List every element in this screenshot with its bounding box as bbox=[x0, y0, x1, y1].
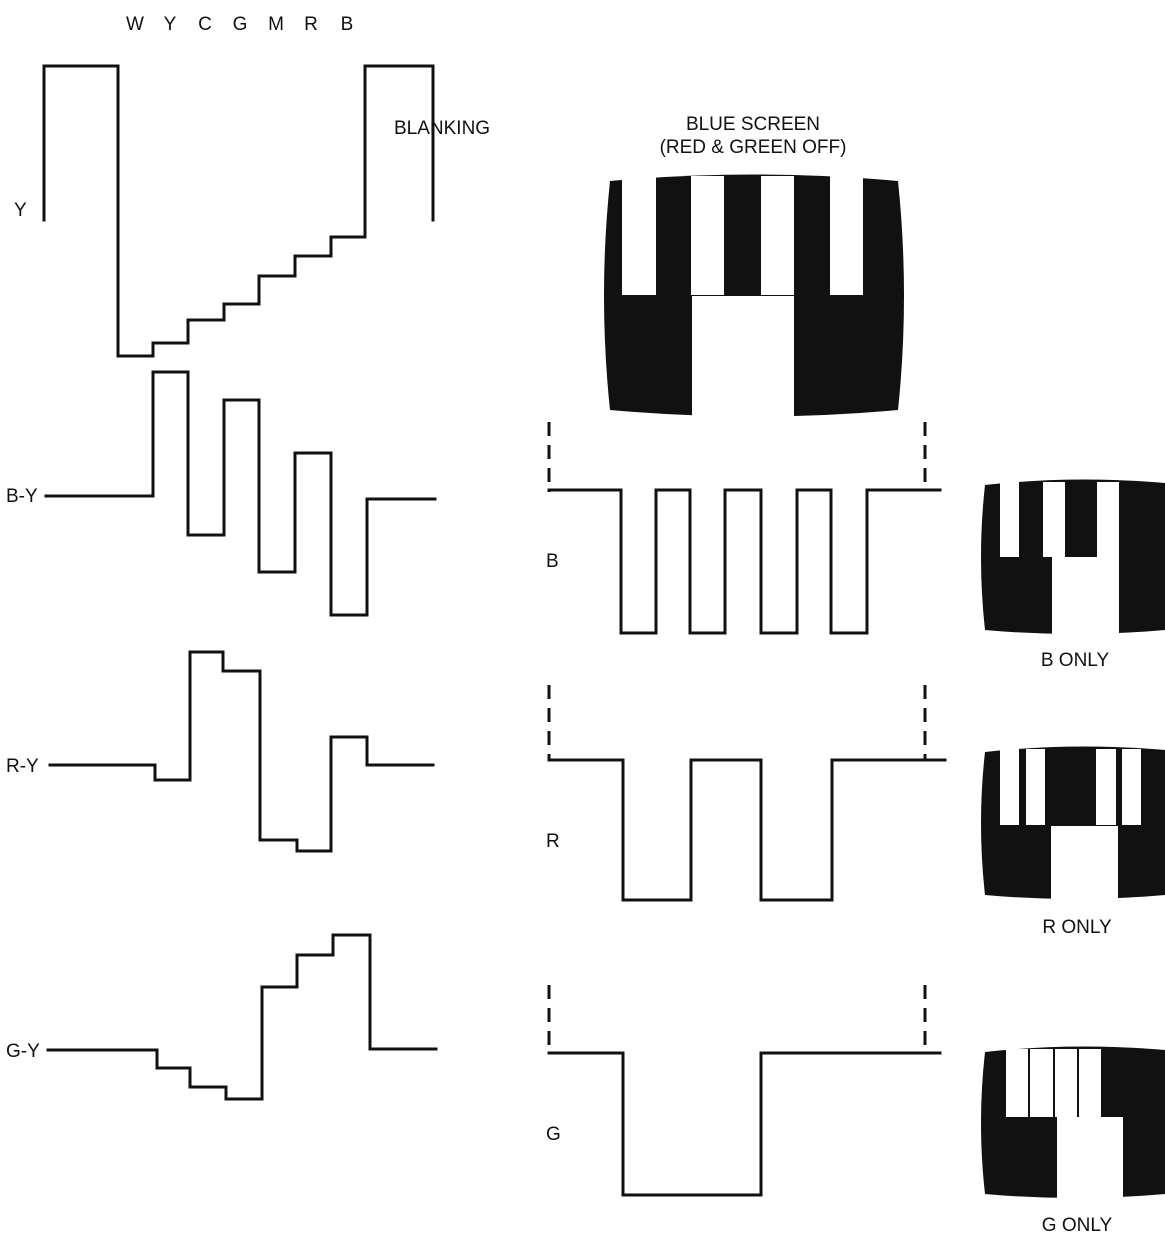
g-y-waveform bbox=[46, 933, 438, 1101]
b-signal-label: B bbox=[546, 551, 559, 572]
g-only-monitor bbox=[981, 1046, 1165, 1198]
r-only-monitor bbox=[981, 746, 1165, 900]
g-y-signal-label: G-Y bbox=[6, 1041, 40, 1062]
b-y-signal-label: B-Y bbox=[6, 486, 38, 507]
bar-label-y: Y bbox=[164, 14, 177, 35]
blue-screen-title-line1: BLUE SCREEN bbox=[686, 114, 820, 135]
bar-labels: W Y C G M R B bbox=[126, 14, 353, 35]
b-only-caption: B ONLY bbox=[1041, 650, 1110, 671]
r-y-waveform bbox=[48, 650, 435, 853]
bar-label-m: M bbox=[268, 14, 284, 35]
b-only-monitor bbox=[981, 479, 1165, 635]
r-only-caption: R ONLY bbox=[1042, 917, 1112, 938]
b-waveform bbox=[547, 488, 942, 635]
r-signal-label: R bbox=[546, 831, 560, 852]
bar-label-c: C bbox=[198, 14, 212, 35]
y-signal-label: Y bbox=[14, 200, 27, 221]
blue-screen-title-line2: (RED & GREEN OFF) bbox=[660, 137, 847, 158]
g-waveform bbox=[547, 1051, 942, 1197]
g-only-caption: G ONLY bbox=[1042, 1215, 1113, 1234]
b-y-waveform bbox=[44, 370, 437, 617]
bar-label-b: B bbox=[341, 14, 354, 35]
bar-label-w: W bbox=[126, 14, 144, 35]
y-waveform bbox=[42, 64, 435, 358]
bar-label-r: R bbox=[304, 14, 318, 35]
r-y-signal-label: R-Y bbox=[6, 756, 39, 777]
blue-screen-monitor bbox=[604, 174, 904, 420]
blanking-label: BLANKING bbox=[394, 118, 490, 139]
r-waveform bbox=[547, 758, 947, 902]
bar-label-g: G bbox=[233, 14, 248, 35]
g-signal-label: G bbox=[546, 1124, 561, 1145]
